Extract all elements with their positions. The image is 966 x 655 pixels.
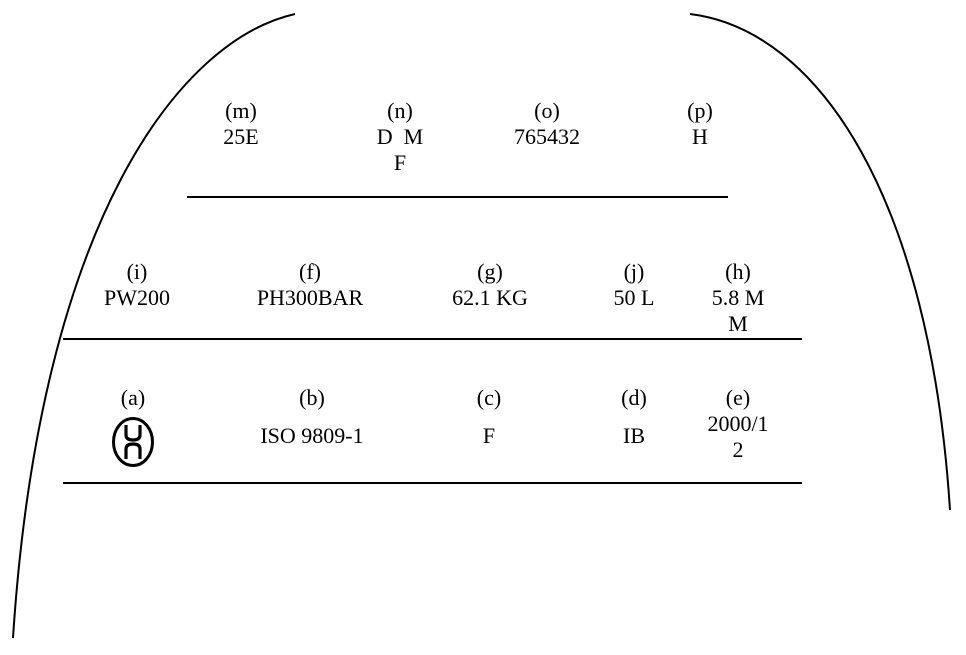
marking-tag: (b)	[299, 385, 325, 410]
marking-tag: (g)	[477, 259, 503, 284]
marking-cell-h: (h) 5.8 M M	[690, 259, 786, 337]
marking-value: 50 L	[613, 285, 655, 310]
marking-cell-d: (d) IB	[594, 385, 674, 449]
marking-tag: (n)	[387, 98, 413, 123]
marking-value: 765432	[514, 124, 580, 149]
marking-value: 2000/1 2	[707, 411, 769, 462]
marking-tag: (i)	[126, 259, 148, 284]
marking-cell-o: (o) 765432	[492, 98, 602, 150]
marking-value: D M F	[376, 124, 424, 175]
row-divider-1	[187, 196, 728, 198]
marking-tag: (d)	[621, 385, 647, 410]
marking-value: F	[482, 423, 496, 448]
marking-tag: (j)	[623, 259, 645, 284]
marking-value: H	[692, 124, 708, 149]
marking-tag: (h)	[725, 259, 751, 284]
marking-value: 25E	[223, 124, 259, 149]
marking-tag: (o)	[534, 98, 560, 123]
marking-cell-e: (e) 2000/1 2	[690, 385, 786, 463]
marking-value: ISO 9809-1	[260, 423, 364, 448]
row-divider-3	[63, 482, 802, 484]
marking-cell-j: (j) 50 L	[594, 259, 674, 311]
marking-tag: (f)	[299, 259, 321, 284]
marking-tag: (c)	[476, 385, 502, 410]
marking-cell-m: (m) 25E	[206, 98, 276, 150]
cylinder-right-shoulder-curve	[689, 13, 951, 511]
marking-cell-g: (g) 62.1 KG	[435, 259, 545, 311]
marking-value: 62.1 KG	[452, 285, 528, 310]
marking-value: PW200	[104, 285, 170, 310]
marking-tag: (p)	[687, 98, 713, 123]
row-divider-2	[63, 338, 802, 340]
marking-cell-p: (p) H	[680, 98, 720, 150]
marking-tag: (m)	[225, 98, 257, 123]
marking-value: 5.8 M M	[711, 285, 765, 336]
marking-value: PH300BAR	[256, 285, 364, 310]
marking-cell-b: (b) ISO 9809-1	[232, 385, 392, 449]
marking-cell-n: (n) D M F	[355, 98, 445, 176]
marking-cell-c: (c) F	[449, 385, 529, 449]
cylinder-left-shoulder-curve	[12, 13, 296, 639]
marking-cell-i: (i) PW200	[82, 259, 192, 311]
un-packaging-symbol-icon	[112, 417, 154, 467]
marking-value: IB	[623, 423, 645, 448]
marking-cell-f: (f) PH300BAR	[235, 259, 385, 311]
marking-tag: (a)	[120, 385, 146, 410]
marking-tag: (e)	[725, 385, 751, 410]
marking-cell-a: (a)	[98, 385, 168, 411]
